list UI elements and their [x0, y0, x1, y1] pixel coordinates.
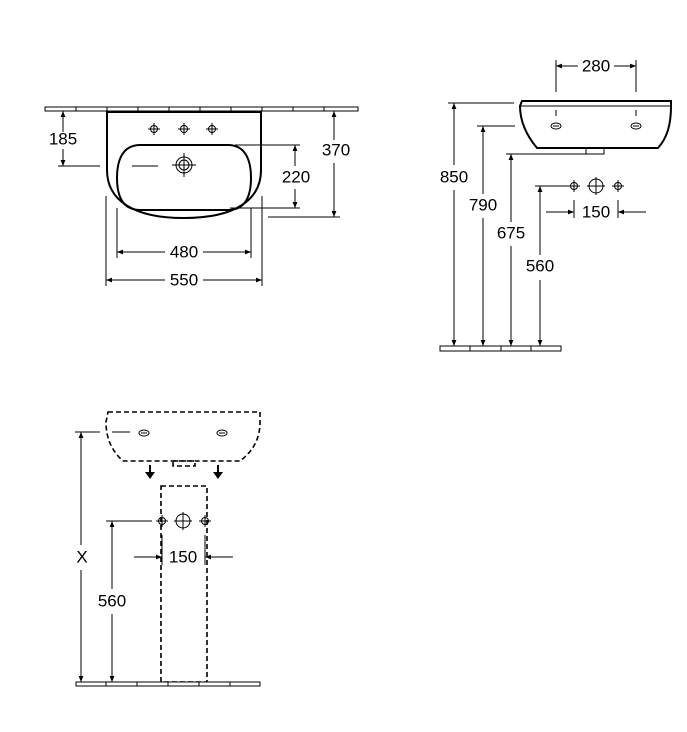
fixing-hole-icon — [550, 122, 642, 130]
dim-150-label: 150 — [169, 547, 197, 566]
front-view: 185 370 220 480 550 — [44, 106, 359, 289]
dim-370-label: 370 — [322, 140, 350, 159]
dim-x-label: X — [76, 547, 87, 566]
waste-outlet — [585, 147, 605, 155]
floor-line — [439, 345, 562, 352]
wall-line — [44, 106, 359, 112]
basin-outline — [106, 111, 262, 220]
basin-side-outline — [518, 100, 672, 149]
dim-560-label: 560 — [98, 591, 126, 610]
side-view: 280 850 790 675 560 — [439, 56, 672, 352]
down-arrow-icon — [145, 465, 223, 479]
dim-675-label: 675 — [497, 223, 525, 242]
dim-185-label: 185 — [49, 129, 77, 148]
tap-hole-icon — [147, 122, 219, 136]
dim-480-label: 480 — [170, 242, 198, 261]
dim-220-label: 220 — [282, 167, 310, 186]
dim-850-label: 850 — [440, 167, 468, 186]
basin-dashed-outline — [105, 411, 261, 462]
pedestal-dashed-outline — [160, 485, 208, 683]
supply-connection-icon — [567, 177, 625, 195]
bowl-outline — [115, 144, 253, 211]
fixing-hole-icon — [138, 429, 228, 437]
dim-790-label: 790 — [469, 195, 497, 214]
supply-connection-icon — [155, 512, 212, 530]
pedestal-view: X 560 150 — [75, 411, 261, 687]
dim-550-label: 550 — [170, 270, 198, 289]
dim-280-label: 280 — [582, 56, 610, 75]
waste-outlet-dashed — [172, 460, 196, 467]
dim-150-label: 150 — [582, 202, 610, 221]
dim-560-label: 560 — [526, 256, 554, 275]
floor-line — [75, 681, 261, 687]
overflow-drain-icon — [172, 153, 196, 177]
